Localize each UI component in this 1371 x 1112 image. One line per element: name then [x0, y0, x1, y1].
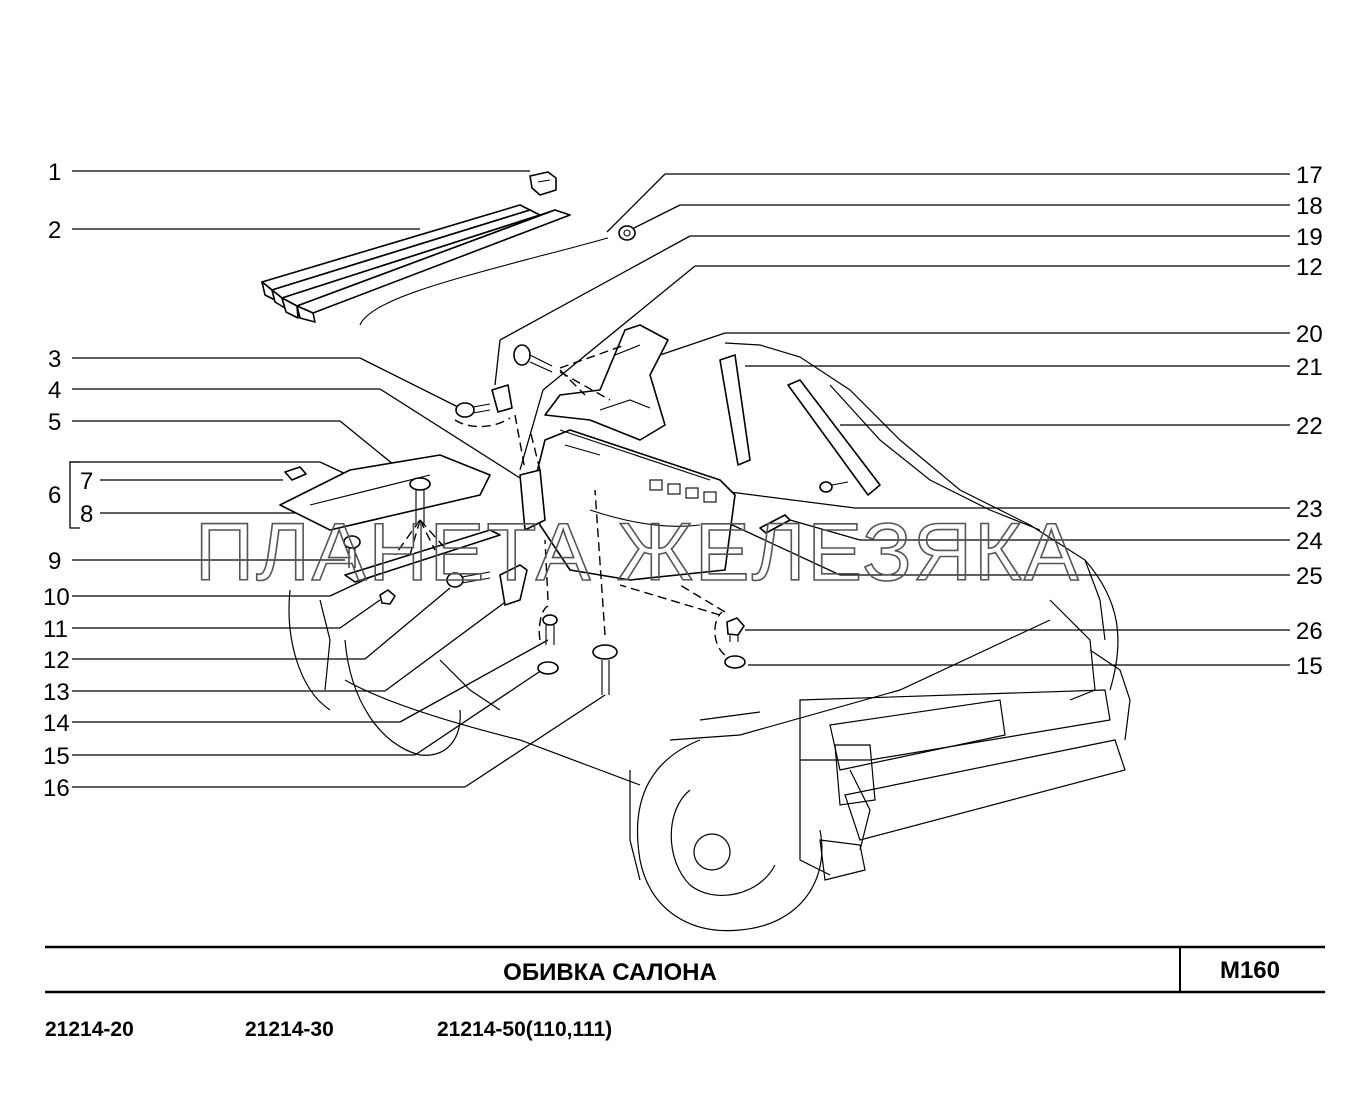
callout-19: 19 [1296, 224, 1323, 251]
callout-13: 13 [43, 679, 70, 706]
sheet-code: М160 [1220, 957, 1280, 984]
callout-8: 8 [80, 501, 93, 528]
title-block: ОБИВКА САЛОНА М160 [45, 945, 1325, 994]
group-bracket-6 [69, 461, 80, 529]
part-22-screw [819, 481, 849, 493]
callout-17: 17 [1296, 162, 1323, 189]
callout-18: 18 [1296, 193, 1323, 220]
leader-lines [70, 170, 1290, 788]
callout-14: 14 [43, 710, 70, 737]
callout-15-left: 15 [43, 743, 70, 770]
model-code-1: 21214-20 [45, 1018, 134, 1041]
part-12-screw [446, 571, 491, 588]
part-5-screw [409, 477, 431, 525]
callout-2: 2 [48, 217, 61, 244]
callout-5: 5 [48, 409, 61, 436]
callout-26: 26 [1296, 618, 1323, 645]
part-17-wire [359, 237, 609, 326]
callout-25: 25 [1296, 563, 1323, 590]
callout-7: 7 [80, 468, 93, 495]
callout-12-right: 12 [1296, 254, 1323, 281]
callouts-left: 1 2 3 4 5 6 7 8 9 10 11 12 13 14 15 16 [43, 159, 93, 802]
callout-4: 4 [48, 377, 61, 404]
part-24-pin [759, 514, 791, 534]
part-16-screw [592, 644, 618, 695]
callout-21: 21 [1296, 354, 1323, 381]
model-code-3: 21214-50(110,111) [437, 1018, 612, 1041]
callout-12-left: 12 [43, 647, 70, 674]
part-13-cover [499, 564, 528, 606]
parts [261, 171, 881, 695]
drawing-title: ОБИВКА САЛОНА [503, 959, 717, 986]
part-7-plug [284, 466, 307, 481]
callout-20: 20 [1296, 321, 1323, 348]
part-18-plug [618, 225, 636, 241]
callout-6: 6 [48, 482, 61, 509]
callout-11: 11 [43, 616, 68, 643]
part-2-seal-strips [261, 204, 571, 323]
watermark: ПЛАНЕТА ЖЕЛЕЗЯКА [195, 507, 1081, 598]
part-26-bolt [726, 617, 745, 642]
callout-1: 1 [48, 159, 61, 186]
part-11-nut [379, 589, 396, 605]
callout-16: 16 [43, 775, 70, 802]
callout-24: 24 [1296, 528, 1323, 555]
model-codes: 21214-20 21214-30 21214-50(110,111) [45, 1018, 612, 1041]
callout-3: 3 [48, 346, 61, 373]
callout-9: 9 [48, 548, 61, 575]
part-9-screw [343, 535, 361, 568]
callouts-right: 17 18 19 12 20 21 22 23 24 25 26 15 [1296, 162, 1323, 680]
part-1-clip [529, 171, 557, 196]
part-15-washer-right [724, 655, 746, 669]
part-21-trim [719, 354, 751, 466]
part-4-side-trim [519, 469, 546, 531]
callout-15-right: 15 [1296, 653, 1323, 680]
part-20-pillar-trim [544, 324, 669, 441]
part-14-bolt [542, 614, 558, 645]
part-22-trim [787, 379, 881, 496]
part-screw-top [513, 344, 553, 373]
callout-10: 10 [43, 584, 70, 611]
part-8-shelf [279, 454, 491, 531]
part-3-screw [455, 402, 491, 418]
callout-23: 23 [1296, 496, 1323, 523]
part-19-clip [491, 384, 513, 413]
assembly-lines [394, 344, 726, 656]
callout-22: 22 [1296, 413, 1323, 440]
car-outline [288, 342, 1131, 932]
part-15-washer-left [537, 661, 559, 675]
model-code-2: 21214-30 [245, 1018, 334, 1041]
